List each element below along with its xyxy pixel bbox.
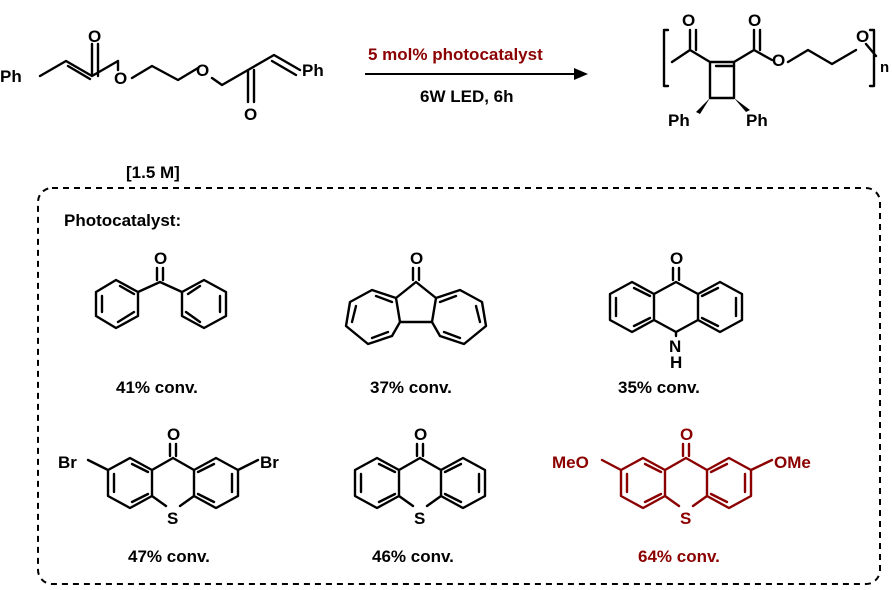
conversion-5: 46% conv. [372, 547, 454, 566]
carbonyl-o-2: O [244, 105, 257, 124]
polymer-carbonyl-o-1: O [682, 11, 695, 30]
polymer-ester-o: O [772, 51, 785, 70]
conversion-1: 41% conv. [116, 378, 198, 397]
dmtx-s: S [680, 509, 691, 528]
ph-atom-right: Ph [302, 61, 324, 80]
polymer-structure: O O O O Ph Ph n [662, 11, 889, 130]
conversion-2: 37% conv. [370, 378, 452, 397]
dbtx-s: S [167, 509, 178, 528]
catalyst-dimethoxythioxanthone: O S MeO OMe [552, 425, 811, 528]
dmtx-meo: MeO [552, 453, 589, 472]
catalyst-panel [37, 187, 881, 585]
catalyst-fluorenone: O [344, 249, 488, 346]
dbtx-br-left: Br [58, 453, 77, 472]
acridone-n: N [669, 337, 681, 356]
ph-atom-left: Ph [0, 67, 22, 86]
reagent-label: 5 mol% photocatalyst [368, 45, 543, 64]
acridone-o: O [670, 249, 683, 268]
tx-o: O [414, 425, 427, 444]
dbtx-o: O [167, 425, 180, 444]
monomer-structure: Ph O O O O Ph [0, 27, 324, 124]
fluorenone-o: O [410, 249, 423, 268]
tx-s: S [414, 509, 425, 528]
catalyst-benzophenone: O [94, 249, 228, 330]
conditions-label: 6W LED, 6h [420, 87, 514, 106]
polymer-ph-right: Ph [746, 111, 768, 130]
catalyst-dibromothioxanthone: O S Br Br [58, 425, 279, 528]
concentration-label: [1.5 M] [126, 163, 180, 182]
polymer-subscript-n: n [880, 59, 889, 76]
dmtx-ome: OMe [774, 453, 811, 472]
polymer-ph-left: Ph [668, 111, 690, 130]
catalyst-acridone: O N H [608, 249, 744, 372]
reaction-arrow [365, 68, 588, 80]
benzophenone-o: O [154, 249, 167, 268]
catalyst-thioxanthone: O S [353, 425, 487, 528]
conversion-3: 35% conv. [618, 378, 700, 397]
ester-o-2: O [196, 61, 209, 80]
dmtx-o: O [680, 425, 693, 444]
acridone-h: H [670, 353, 682, 372]
polymer-ether-o: O [856, 27, 869, 46]
panel-title: Photocatalyst: [64, 211, 181, 230]
polymer-carbonyl-o-2: O [748, 11, 761, 30]
ester-o-1: O [114, 69, 127, 88]
carbonyl-o-1: O [88, 27, 101, 46]
dbtx-br-right: Br [260, 453, 279, 472]
conversion-4: 47% conv. [128, 547, 210, 566]
conversion-6: 64% conv. [638, 547, 720, 566]
